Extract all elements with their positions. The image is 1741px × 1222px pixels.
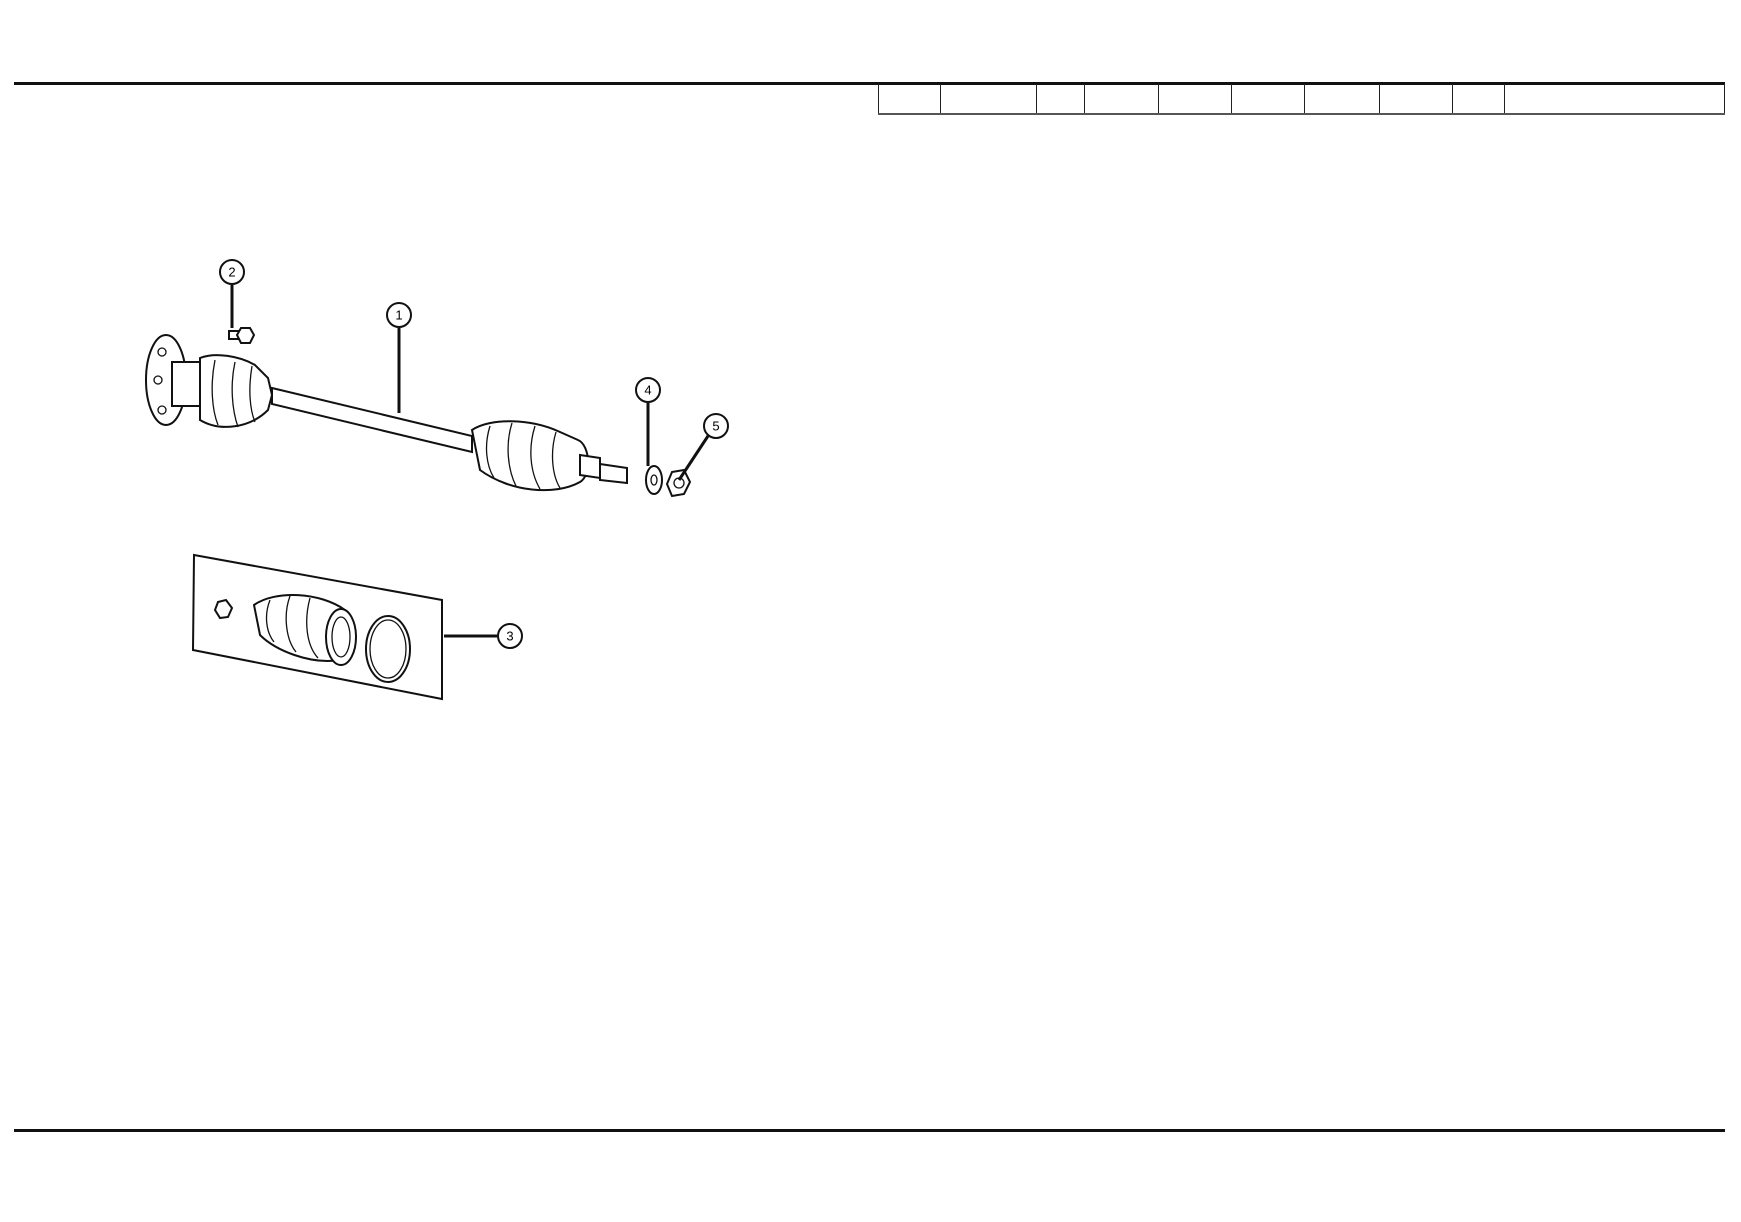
axle-shaft-drawing xyxy=(145,334,628,492)
header-cell xyxy=(1036,84,1084,113)
header-cell xyxy=(1231,84,1304,113)
svg-text:2: 2 xyxy=(228,265,235,280)
callout-4: 4 xyxy=(635,377,661,403)
svg-text:4: 4 xyxy=(644,383,651,398)
header-cell xyxy=(878,84,940,113)
callout-2: 2 xyxy=(219,259,245,285)
header-cell xyxy=(940,84,1036,113)
callout-5: 5 xyxy=(703,413,729,439)
header-cell xyxy=(1158,84,1231,113)
header-cell xyxy=(1452,84,1504,113)
top-rule xyxy=(14,82,1725,85)
nut-drawing xyxy=(665,468,692,498)
header-cell xyxy=(1084,84,1158,113)
callout-3: 3 xyxy=(497,623,523,649)
bottom-rule xyxy=(14,1129,1725,1132)
washer-drawing xyxy=(645,465,663,495)
header-table xyxy=(878,84,1725,115)
svg-text:3: 3 xyxy=(506,629,513,644)
boot-kit-drawing xyxy=(191,553,443,701)
header-cell xyxy=(1379,84,1452,113)
header-cell xyxy=(1504,84,1725,113)
callout-1: 1 xyxy=(386,302,412,328)
svg-text:5: 5 xyxy=(712,419,719,434)
header-cell xyxy=(1304,84,1379,113)
leader-line xyxy=(677,435,710,481)
bolt-drawing xyxy=(228,327,256,344)
svg-text:1: 1 xyxy=(395,308,402,323)
